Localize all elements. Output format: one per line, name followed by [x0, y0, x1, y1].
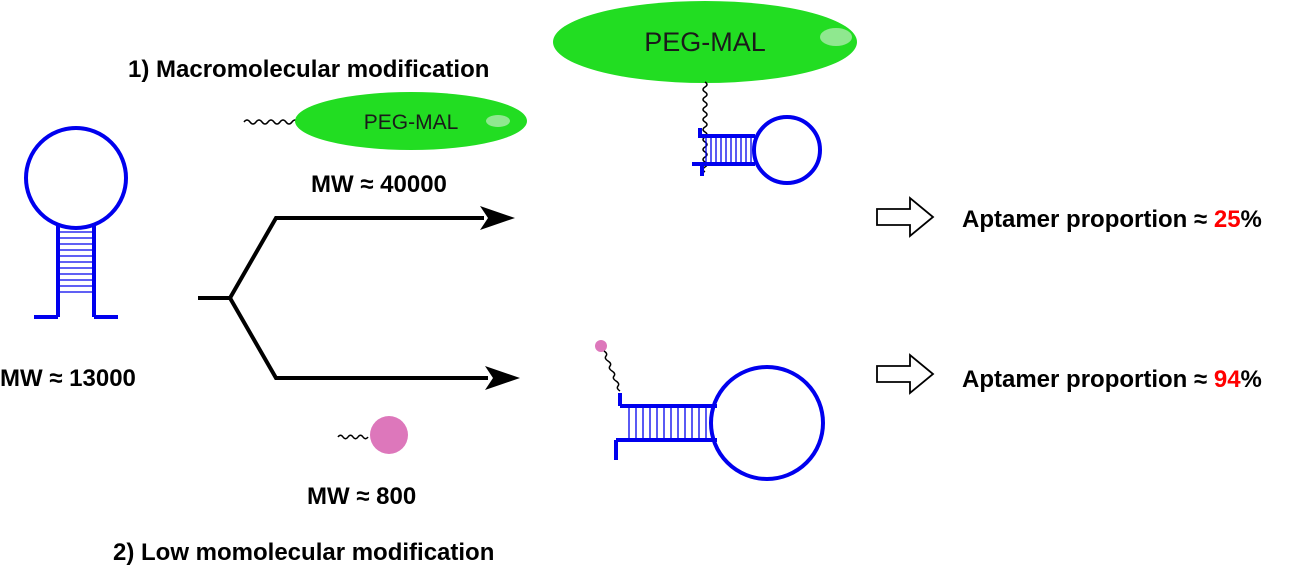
macromolecular-heading: 1) Macromolecular modification: [128, 56, 489, 83]
result-top-suffix: %: [1241, 206, 1262, 233]
result-bottom-prefix: Aptamer proportion ≈: [962, 366, 1214, 393]
peg-mal-reagent: PEG-MAL: [243, 92, 527, 150]
result-bottom-value: 94: [1214, 366, 1241, 393]
result-top-prefix: Aptamer proportion ≈: [962, 206, 1214, 233]
result-top-value: 25: [1214, 206, 1241, 233]
result-bottom: Aptamer proportion ≈ 94%: [962, 366, 1262, 393]
conjugated-aptamer-bottom: [614, 365, 825, 481]
peg-mal-label-large: PEG-MAL: [644, 27, 766, 57]
small-molecule-reagent: [337, 416, 408, 454]
conjugate-loop-bottom: [709, 365, 825, 481]
reagent-linker: [243, 119, 299, 125]
small-molecule-bead: [370, 416, 408, 454]
result-arrow-top: [876, 196, 935, 238]
peg-highlight-small: [486, 115, 510, 127]
result-top: Aptamer proportion ≈ 25%: [962, 206, 1262, 233]
arrowhead-top: [480, 206, 515, 230]
conjugate-linker-bottom: [603, 350, 621, 392]
branch-arrow-top: [198, 216, 484, 300]
conjugate-linker: [702, 81, 708, 173]
conjugate-bead: [595, 340, 607, 352]
free-aptamer: [24, 126, 128, 319]
small-conjugate: [595, 340, 825, 481]
result-arrow-bottom: [876, 353, 935, 395]
aptamer-mw-label: MW ≈ 13000: [0, 365, 136, 392]
small-reagent-linker: [337, 434, 369, 440]
peg-highlight-large: [820, 28, 852, 46]
conjugate-loop-top: [752, 115, 822, 185]
low-molecular-heading: 2) Low momolecular modification: [113, 539, 494, 566]
peg-ellipse-large: [553, 1, 857, 83]
peg-ellipse-small: [295, 92, 527, 150]
peg-mal-label-small: PEG-MAL: [364, 111, 459, 134]
aptamer-loop: [24, 126, 128, 230]
small-mw-label: MW ≈ 800: [307, 483, 416, 510]
result-bottom-suffix: %: [1241, 366, 1262, 393]
arrowhead-bottom: [485, 366, 520, 390]
branch-arrow-bottom: [228, 297, 488, 380]
peg-conjugate: PEG-MAL: [553, 1, 857, 185]
peg-mw-label: MW ≈ 40000: [311, 171, 447, 198]
branch-arrows: [198, 216, 488, 380]
conjugated-aptamer-top: [692, 115, 822, 185]
aptamer-base-pairs: [58, 231, 94, 293]
